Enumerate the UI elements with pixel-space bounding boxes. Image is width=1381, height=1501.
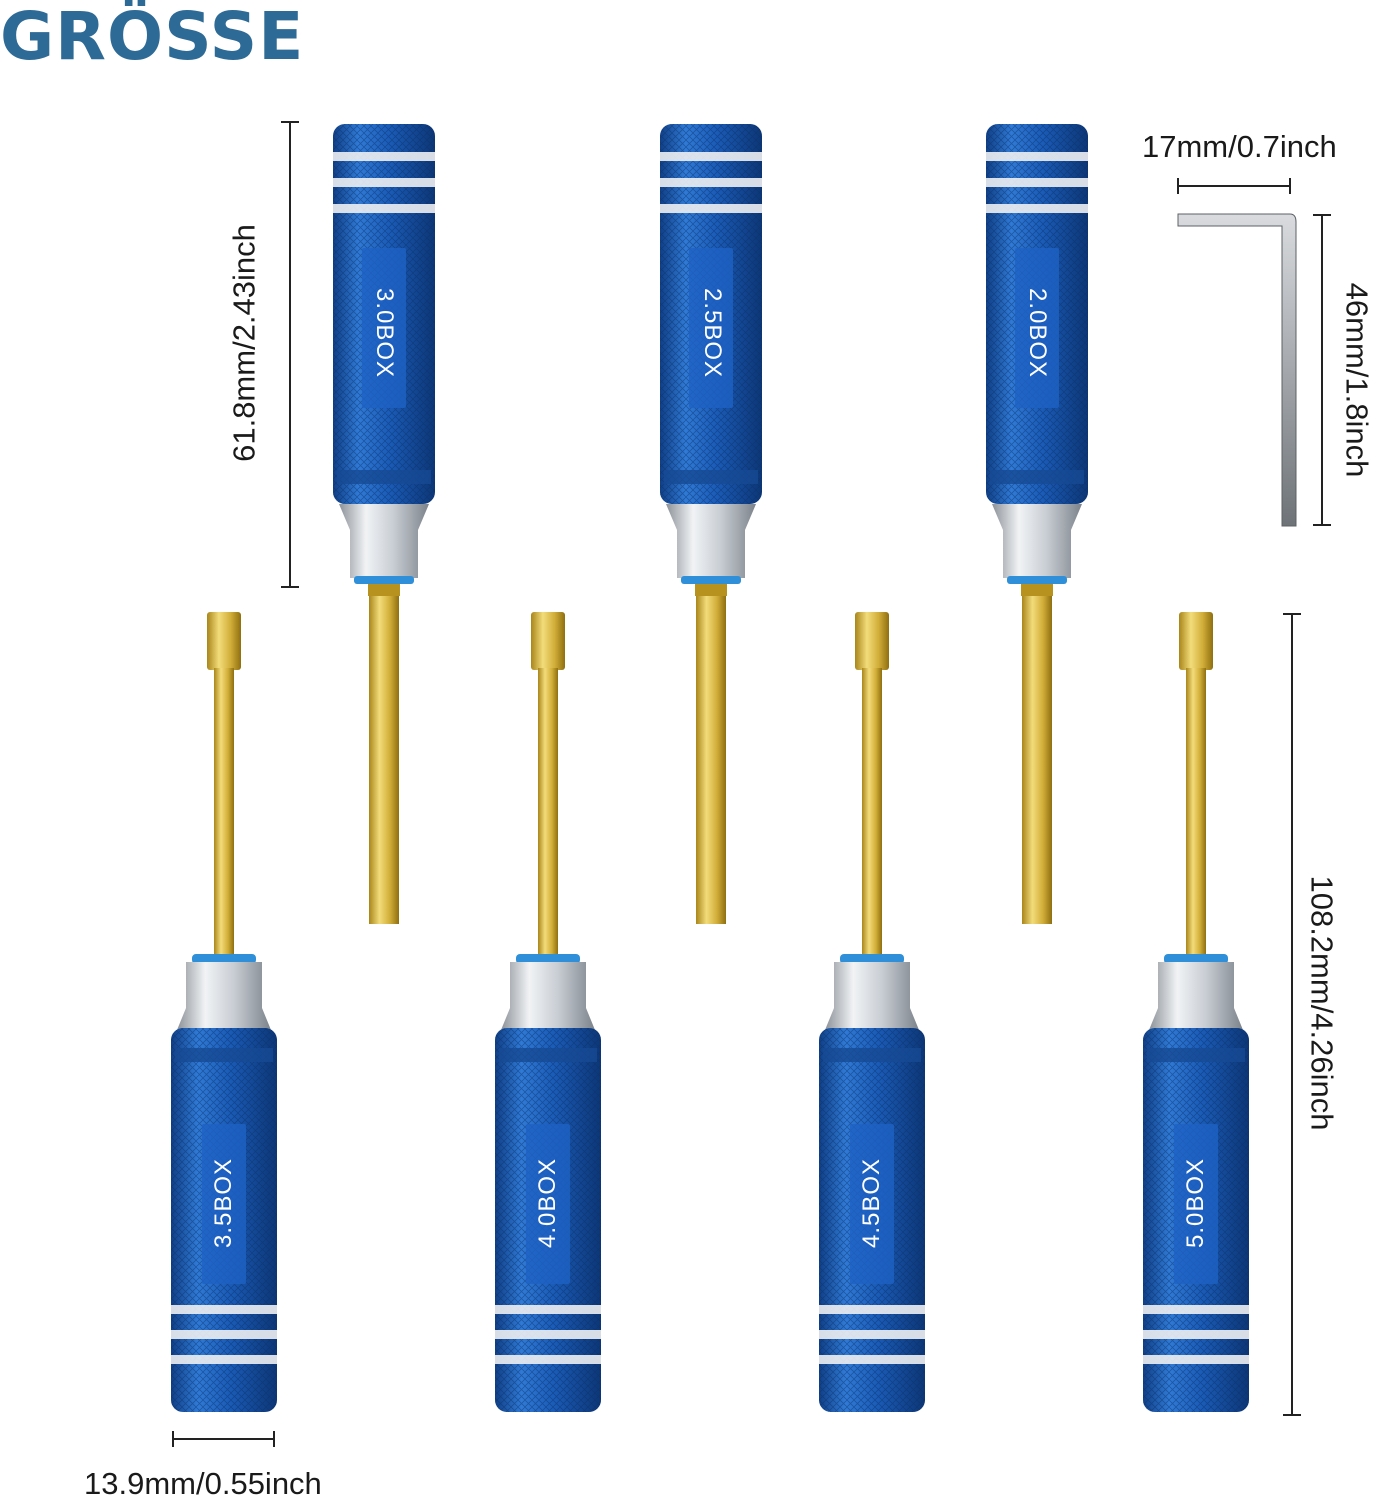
shaft: [214, 668, 234, 958]
ferrule-ring: [840, 954, 904, 964]
grip-ring: [819, 1355, 925, 1364]
grip-ring: [171, 1355, 277, 1364]
grip-ring: [1143, 1330, 1249, 1339]
shaft: [1022, 584, 1052, 924]
ferrule: [339, 504, 429, 578]
shaft: [696, 584, 726, 924]
nut-drivers: [171, 124, 1249, 1412]
grip-ring: [171, 1330, 277, 1339]
shaft: [538, 668, 558, 958]
label-panel: [1174, 1124, 1218, 1284]
handle-band: [664, 470, 758, 484]
grip-ring: [660, 152, 762, 161]
grip-ring: [1143, 1305, 1249, 1314]
ferrule-ring: [192, 954, 256, 964]
socket-tip: [531, 612, 565, 670]
label-panel: [526, 1124, 570, 1284]
socket-tip: [855, 612, 889, 670]
grip-ring: [495, 1330, 601, 1339]
hex-key-body: [1177, 213, 1297, 527]
ferrule: [501, 962, 595, 1030]
hex-key: [1177, 213, 1297, 527]
handle-diameter-label: 13.9mm/0.55inch: [84, 1466, 322, 1501]
handle-band: [499, 1048, 597, 1062]
grip-ring: [660, 178, 762, 187]
ferrule-ring: [1007, 576, 1067, 584]
label-panel: [202, 1124, 246, 1284]
grip-ring: [171, 1305, 277, 1314]
ferrule: [992, 504, 1082, 578]
nut-driver: [819, 612, 925, 1412]
grip-ring: [495, 1355, 601, 1364]
grip-ring: [986, 152, 1088, 161]
ferrule: [666, 504, 756, 578]
handle-band: [337, 470, 431, 484]
label-panel: [689, 248, 733, 408]
grip-ring: [333, 204, 435, 213]
handle-band: [990, 470, 1084, 484]
nut-driver: [1143, 612, 1249, 1412]
shaft: [862, 668, 882, 958]
handle-band: [175, 1048, 273, 1062]
nut-driver: [495, 612, 601, 1412]
label-panel: [850, 1124, 894, 1284]
page-title: GRÖSSE: [0, 0, 305, 75]
dimension-lines: [172, 121, 1331, 1447]
grip-ring: [333, 152, 435, 161]
shaft-collar: [1021, 584, 1053, 596]
handle-length-label: 61.8mm/2.43inch: [226, 224, 262, 462]
key-width-label: 17mm/0.7inch: [1142, 129, 1337, 164]
key-height-label: 46mm/1.8inch: [1339, 282, 1375, 478]
grip-ring: [819, 1330, 925, 1339]
shaft: [1186, 668, 1206, 958]
ferrule-ring: [1164, 954, 1228, 964]
grip-ring: [495, 1305, 601, 1314]
label-panel: [362, 248, 406, 408]
nut-driver: [171, 612, 277, 1412]
grip-ring: [986, 178, 1088, 187]
shaft: [369, 584, 399, 924]
grip-ring: [1143, 1355, 1249, 1364]
grip-ring: [333, 178, 435, 187]
nut-driver: [660, 124, 762, 924]
handle-band: [823, 1048, 921, 1062]
ferrule-ring: [354, 576, 414, 584]
shaft-collar: [368, 584, 400, 596]
nut-driver: [333, 124, 435, 924]
ferrule: [825, 962, 919, 1030]
grip-ring: [986, 204, 1088, 213]
shaft-collar: [695, 584, 727, 596]
grip-ring: [819, 1305, 925, 1314]
ferrule-ring: [516, 954, 580, 964]
ferrule-ring: [681, 576, 741, 584]
total-length-label: 108.2mm/4.26inch: [1304, 875, 1340, 1131]
socket-tip: [1179, 612, 1213, 670]
ferrule: [177, 962, 271, 1030]
handle-band: [1147, 1048, 1245, 1062]
label-panel: [1015, 248, 1059, 408]
ferrule: [1149, 962, 1243, 1030]
grip-ring: [660, 204, 762, 213]
nut-driver: [986, 124, 1088, 924]
socket-tip: [207, 612, 241, 670]
